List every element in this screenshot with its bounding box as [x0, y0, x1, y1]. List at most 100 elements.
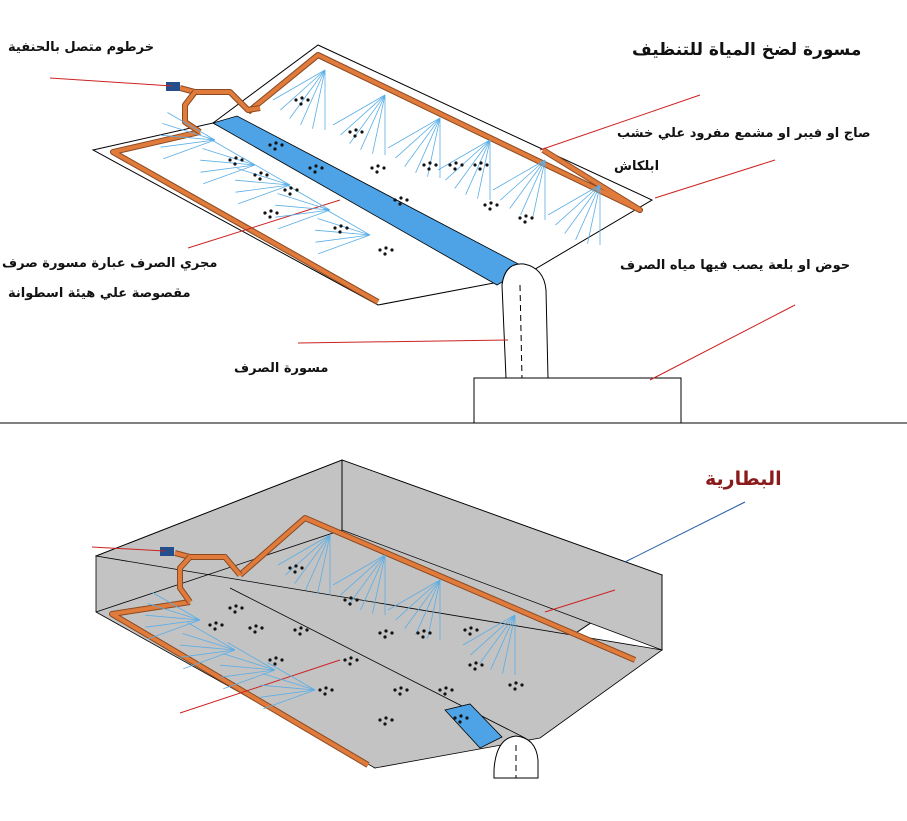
dirt-dot [448, 163, 452, 167]
dirt-dot [300, 96, 304, 100]
dirt-dot [273, 147, 277, 151]
dirt-dot [453, 716, 457, 720]
dirt-dot [468, 632, 472, 636]
dirt-dot [355, 658, 359, 662]
dirt-dot [454, 161, 458, 165]
spray-line [437, 139, 491, 171]
drain-pipe-label: مسورة الصرف [234, 361, 329, 376]
dirt-dot [214, 621, 218, 625]
dirt-dot [399, 196, 403, 200]
dirt-dot [360, 130, 364, 134]
leader-bottom-2 [544, 589, 616, 613]
dirt-dot [293, 570, 297, 574]
dirt-dot [468, 663, 472, 667]
spray-line [587, 184, 601, 244]
spray-line [289, 69, 326, 119]
dirt-dot [443, 692, 447, 696]
spray-line [360, 554, 386, 610]
spray-line [260, 689, 316, 698]
top-figure [0, 44, 907, 424]
spray-line [180, 644, 236, 651]
dirt-dot [288, 566, 292, 570]
dirt-dot [299, 626, 303, 630]
drain-pipe-inner [519, 284, 523, 379]
spray-line [227, 642, 276, 671]
spray-line [285, 534, 331, 576]
dirt-dot [348, 602, 352, 606]
dirt-dot [260, 626, 264, 630]
dirt-dot [480, 663, 484, 667]
spray-line [340, 94, 386, 136]
dirt-dot [475, 628, 479, 632]
dirt-dot [495, 203, 499, 207]
dirt-dot [338, 230, 342, 234]
spray-line [180, 649, 236, 658]
dirt-dot [288, 192, 292, 196]
dirt-dot [393, 198, 397, 202]
dirt-dot [228, 606, 232, 610]
channel-label-line2: مقصوصة علي هيئة اسطوانة [8, 286, 191, 301]
spray-line [395, 579, 441, 621]
dirt-dot [520, 683, 524, 687]
spray-line [305, 534, 331, 590]
dirt-dot [233, 610, 237, 614]
leader-title [539, 94, 701, 151]
spray-line [275, 204, 331, 211]
dirt-dot [459, 714, 463, 718]
hose-nozzle [166, 82, 180, 91]
dirt-dot [318, 688, 322, 692]
spray-line [147, 603, 201, 621]
spray-line [152, 592, 201, 621]
dirt-dot [405, 198, 409, 202]
dirt-dot [405, 688, 409, 692]
dirt-dot [349, 596, 353, 600]
dirt-dot [530, 216, 534, 220]
spray-line [404, 579, 441, 629]
spray-line [145, 619, 201, 628]
dirt-dot [259, 171, 263, 175]
bottom-hose-fill [174, 551, 242, 577]
spray-line [277, 534, 331, 566]
dirt-dot [514, 681, 518, 685]
dirt-dot [228, 158, 232, 162]
spray-line [203, 164, 256, 185]
spray-line [349, 554, 386, 604]
dirt-dot [479, 161, 483, 165]
spray-line [277, 193, 331, 211]
dirt-dot [289, 186, 293, 190]
leader-bottom-1 [179, 659, 341, 714]
dirt-dot [299, 102, 303, 106]
spray-line [315, 229, 371, 236]
spray-line [315, 234, 371, 243]
spray-line [445, 139, 491, 181]
dirt-dot [349, 656, 353, 660]
dirt-dot [305, 628, 309, 632]
top-spray-fans [160, 69, 601, 255]
dirt-dot [314, 164, 318, 168]
spray-line [167, 112, 216, 141]
dirt-dot [478, 167, 482, 171]
spray-line [520, 159, 546, 215]
spray-line [387, 117, 441, 149]
dirt-dot [274, 656, 278, 660]
dirt-dot [390, 248, 394, 252]
dirt-dot [428, 631, 432, 635]
dirt-dot [348, 662, 352, 666]
spray-line [267, 662, 316, 691]
dirt-dot [283, 188, 287, 192]
dirt-dot [213, 627, 217, 631]
dirt-dot [339, 224, 343, 228]
dirt-dot [523, 220, 527, 224]
spray-line [575, 184, 601, 240]
bottom-dirt-spots [208, 564, 524, 726]
dirt-dot [465, 716, 469, 720]
bottom-drain-channel [444, 703, 503, 749]
spray-line [462, 614, 516, 646]
dirt-dot [428, 161, 432, 165]
spray-line [479, 614, 516, 664]
leader-plate [654, 159, 776, 199]
spray-line [532, 159, 546, 219]
spray-line [260, 684, 316, 691]
dirt-dot [370, 166, 374, 170]
spray-line [415, 579, 441, 635]
